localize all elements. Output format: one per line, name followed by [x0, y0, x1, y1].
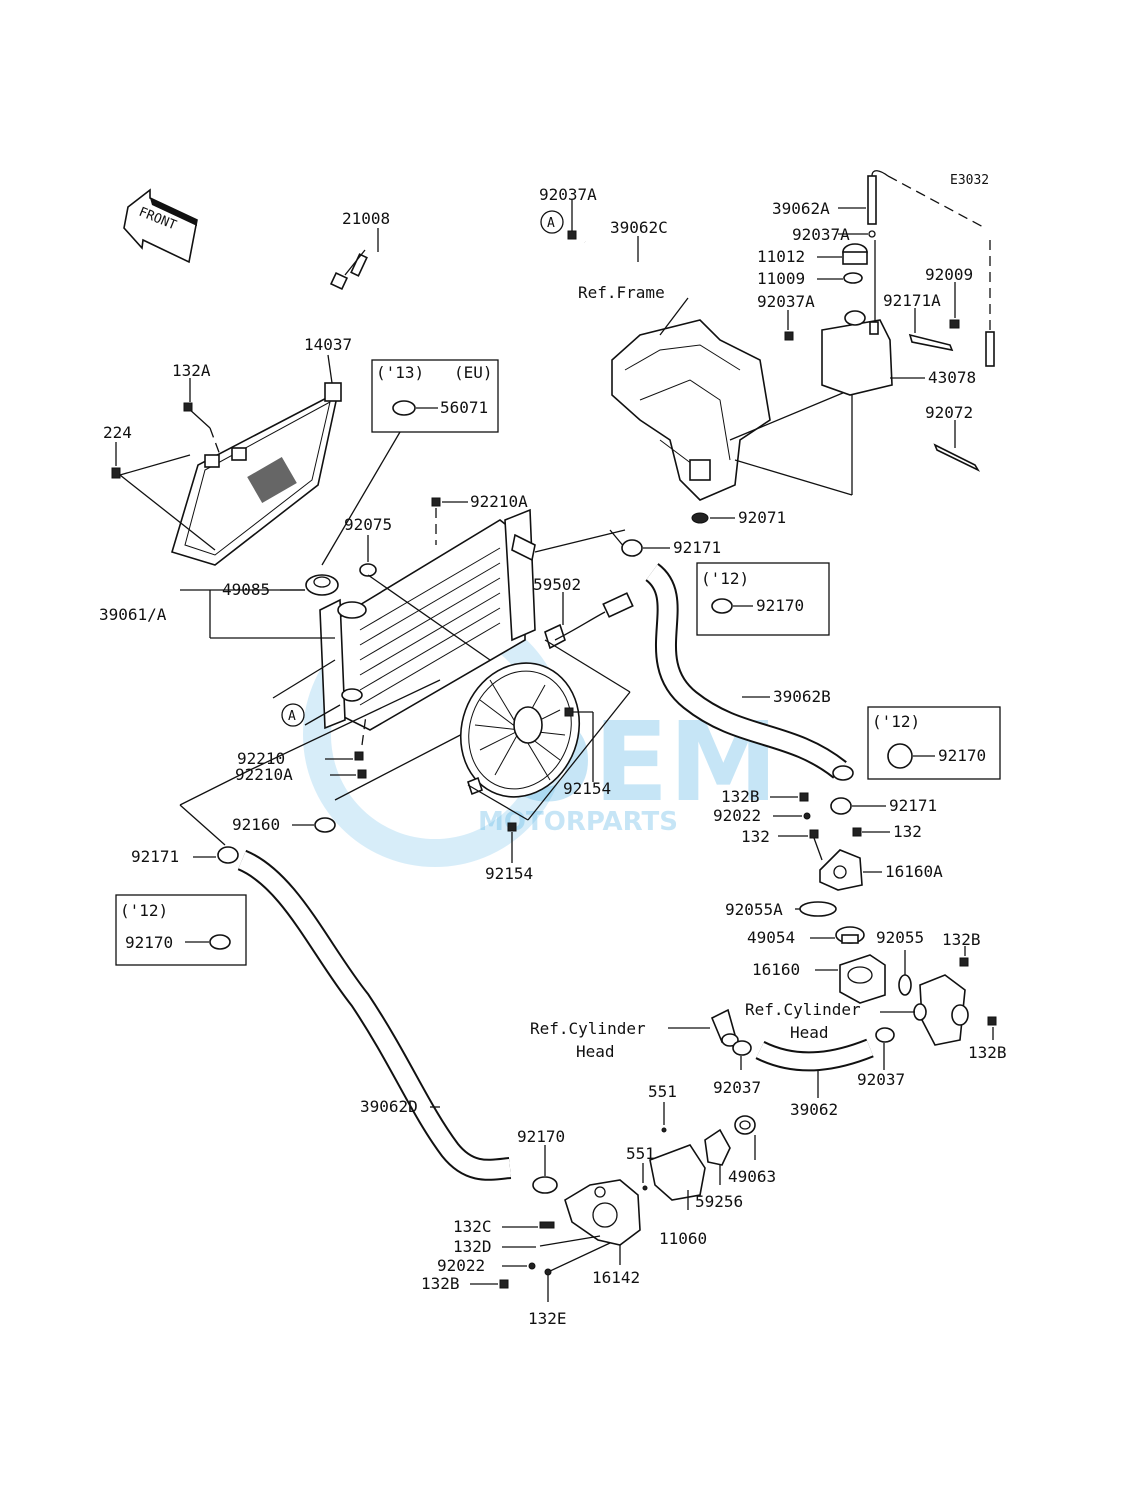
label-92171-left: 92171 [131, 847, 179, 866]
label-11060: 11060 [659, 1229, 707, 1248]
label-92022-b: 92022 [437, 1256, 485, 1275]
box-12-a: ('12) 92170 [696, 562, 830, 636]
label-132B-c: 132B [968, 1043, 1007, 1062]
label-132B-b: 132B [942, 930, 981, 949]
label-92075: 92075 [344, 515, 392, 534]
label-92154-a: 92154 [563, 779, 611, 798]
box-eu13: ('13) (EU) 56071 [321, 359, 499, 566]
label-39062B: 39062B [773, 687, 831, 706]
ref-cyl-2-line1: Ref.Cylinder [745, 1000, 861, 1019]
label-132E: 132E [528, 1309, 567, 1328]
label-16160: 16160 [752, 960, 800, 979]
hose-39062B: 39062B [644, 563, 854, 781]
ref-frame-label: Ref.Frame [578, 283, 665, 302]
box-12c-title: ('12) [120, 901, 168, 920]
label-551-a: 551 [648, 1082, 677, 1101]
front-arrow-icon: FRONT [123, 188, 198, 264]
label-59502: 59502 [533, 575, 581, 594]
label-92022-a: 92022 [713, 806, 761, 825]
cooling-fan: 59502 92154 92154 [459, 575, 634, 883]
label-92037-b: 92037 [857, 1070, 905, 1089]
callout-a-top: A [547, 216, 555, 231]
ref-cyl-1-line2: Head [576, 1042, 615, 1061]
label-92009: 92009 [925, 265, 973, 284]
label-92210: 92210 [237, 749, 285, 768]
label-92071: 92071 [738, 508, 786, 527]
diagram-code: E3032 [950, 173, 989, 188]
label-39061A: 39061/A [99, 605, 167, 624]
thermostat-housing-group: 132B 92022 132 92171 132 16160A 92055A 4… [713, 787, 1007, 1089]
label-92055: 92055 [876, 928, 924, 947]
clip-224: 224 [103, 423, 216, 551]
label-132B-a: 132B [721, 787, 760, 806]
label-39062A: 39062A [772, 199, 830, 218]
label-11009: 11009 [757, 269, 805, 288]
box-eu13-region: (EU) [454, 363, 493, 382]
clamp-92171-left: 92171 [131, 846, 239, 866]
hose-39062D: 39062D [237, 849, 512, 1181]
label-49085: 49085 [222, 580, 270, 599]
label-92037-a: 92037 [713, 1078, 761, 1097]
reservoir-tank: 11012 11009 43078 92037A 39062A 92037A 9… [757, 170, 995, 472]
label-92154-b: 92154 [485, 864, 533, 883]
label-224: 224 [103, 423, 132, 442]
radiator-screen: 14037 [171, 335, 352, 566]
label-132-b: 132 [893, 822, 922, 841]
label-39062: 39062 [790, 1100, 838, 1119]
label-132C: 132C [453, 1217, 492, 1236]
clamp-92171-top: 92171 [621, 538, 721, 557]
frame-bracket: Ref.Frame 92071 [578, 283, 853, 527]
label-92072: 92072 [925, 403, 973, 422]
box-12a-title: ('12) [701, 569, 749, 588]
box-12b-part: 92170 [938, 746, 986, 765]
label-132A: 132A [172, 361, 211, 380]
label-92170: 92170 [517, 1127, 565, 1146]
water-pump-group: 92170 132C 132D 92022 132B 132E 16142 11… [421, 1082, 776, 1328]
label-132D: 132D [453, 1237, 492, 1256]
label-49063: 49063 [728, 1167, 776, 1186]
label-92171-top: 92171 [673, 538, 721, 557]
radiator: 39061/A 49085 92075 92210A A 92210 92210… [99, 492, 626, 846]
box-12-b: ('12) 92170 [867, 706, 1001, 780]
label-92171-right: 92171 [889, 796, 937, 815]
label-92171A: 92171A [883, 291, 941, 310]
label-92037A-3: 92037A [757, 292, 815, 311]
label-92210A-top: 92210A [470, 492, 528, 511]
label-21008: 21008 [342, 209, 390, 228]
grommet-92160: 92160 [232, 815, 336, 834]
box-12-c: ('12) 92170 [115, 894, 247, 966]
label-92160: 92160 [232, 815, 280, 834]
label-92037A-top: 92037A [539, 185, 597, 204]
label-14037: 14037 [304, 335, 352, 354]
label-11012: 11012 [757, 247, 805, 266]
ref-cyl-2-line2: Head [790, 1023, 829, 1042]
label-39062C: 39062C [610, 218, 668, 237]
hose-39062C: A 92037A 39062C [539, 185, 793, 342]
ref-cyl-1-line1: Ref.Cylinder [530, 1019, 646, 1038]
label-16142: 16142 [592, 1268, 640, 1287]
label-16160A: 16160A [885, 862, 943, 881]
label-132B-d: 132B [421, 1274, 460, 1293]
label-551-b: 551 [626, 1144, 655, 1163]
box-12c-part: 92170 [125, 933, 173, 952]
label-92037A-2: 92037A [792, 225, 850, 244]
hose-39062: 39062 Ref.Cylinder Head 92037 [530, 1008, 874, 1119]
label-92055A: 92055A [725, 900, 783, 919]
bolt-132A: 132A [172, 361, 221, 456]
sensor-21008: 21008 [329, 209, 390, 291]
box-eu13-title: ('13) [376, 363, 424, 382]
label-132-a: 132 [741, 827, 770, 846]
box-12b-title: ('12) [872, 712, 920, 731]
label-59256: 59256 [695, 1192, 743, 1211]
label-49054: 49054 [747, 928, 795, 947]
label-39062D: 39062D [360, 1097, 418, 1116]
watermark-sub: MOTORPARTS [478, 807, 678, 837]
label-92210A-bot: 92210A [235, 765, 293, 784]
box-eu13-part: 56071 [440, 398, 488, 417]
box-12a-part: 92170 [756, 596, 804, 615]
callout-a-left: A [288, 709, 296, 724]
label-43078: 43078 [928, 368, 976, 387]
